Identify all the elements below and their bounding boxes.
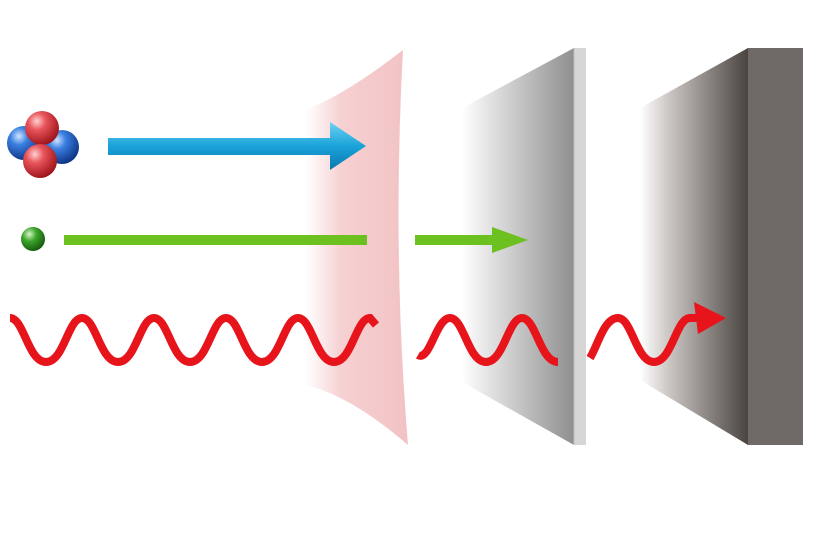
- gamma-wave-segment-2: [415, 313, 560, 367]
- electron-icon: [21, 227, 45, 251]
- helium-nucleus-icon: [7, 111, 79, 178]
- paper-barrier: [305, 50, 408, 445]
- aluminium-barrier: [462, 48, 586, 445]
- gamma-arrowhead: [694, 302, 726, 334]
- gamma-wave-segment-1: [8, 313, 380, 367]
- beta-arrow: [64, 227, 528, 253]
- gamma-wave-segment-3: [586, 313, 700, 367]
- lead-barrier: [640, 48, 803, 445]
- gamma-wave: [8, 313, 700, 367]
- alpha-arrow: [108, 122, 366, 170]
